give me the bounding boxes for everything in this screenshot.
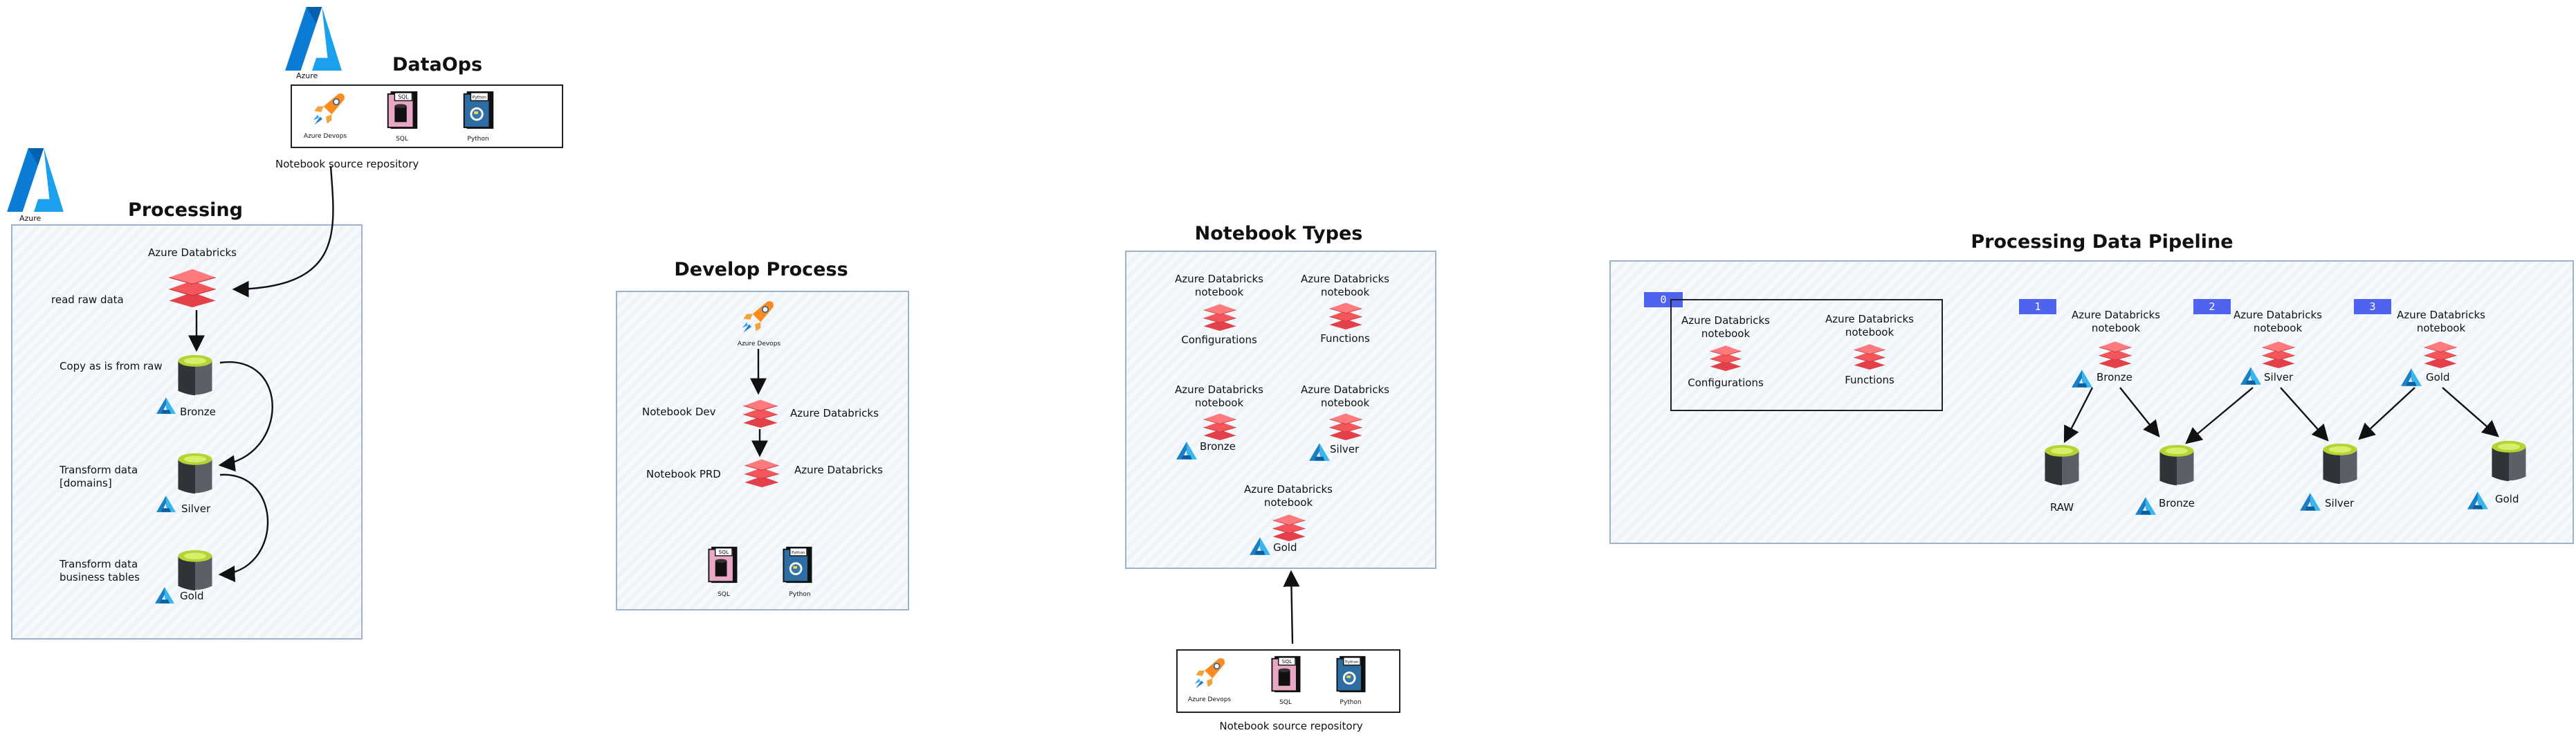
- dataops-caption: Notebook source repository: [275, 158, 419, 170]
- pipeline-group-name-functions: Functions: [1845, 374, 1894, 386]
- badge-2: 2: [2193, 299, 2231, 314]
- dataops-toolbox: Azure Devops SQL Python: [291, 84, 563, 148]
- nb-heading-configurations: Azure Databricks notebook: [1175, 273, 1263, 298]
- step-read-raw: read raw data: [51, 293, 124, 306]
- nb-heading-gold: Azure Databricks notebook: [1244, 483, 1333, 509]
- nb-name-gold: Gold: [1273, 541, 1297, 554]
- notebook-repo-caption: Notebook source repository: [1219, 720, 1363, 732]
- pipeline-stage-heading-silver: Azure Databricks notebook: [2234, 309, 2322, 334]
- layer-label-bronze: Bronze: [180, 406, 216, 418]
- pipeline-common-group: [1670, 299, 1943, 411]
- badge-1: 1: [2019, 299, 2056, 314]
- develop-row-left-prd: Notebook PRD: [646, 468, 721, 480]
- develop-tool-sql: SQL: [718, 591, 730, 598]
- develop-row-right-dev: Azure Databricks: [790, 407, 879, 419]
- tool-label-sql: SQL: [396, 136, 408, 143]
- develop-row-left-dev: Notebook Dev: [642, 406, 716, 418]
- pipeline-stage-heading-bronze: Azure Databricks notebook: [2072, 309, 2160, 334]
- pipeline-panel: [1609, 260, 2574, 544]
- badge-3: 3: [2354, 299, 2391, 314]
- develop-tool-python: Python: [789, 591, 811, 598]
- azure-logo-text: Azure: [296, 71, 318, 80]
- pipeline-store-raw: RAW: [2049, 501, 2074, 514]
- repo-tool-devops: Azure Devops: [1187, 696, 1232, 703]
- dataops-title: DataOps: [392, 54, 483, 75]
- step-copy-raw: Copy as is from raw: [60, 360, 163, 372]
- pipeline-stage-name-gold: Gold: [2426, 371, 2450, 383]
- nb-name-functions: Functions: [1320, 332, 1370, 345]
- pipeline-group-heading-configurations: Azure Databricks notebook: [1681, 314, 1770, 340]
- develop-title: Develop Process: [674, 259, 848, 280]
- nb-heading-silver: Azure Databricks notebook: [1301, 383, 1389, 409]
- repo-tool-python: Python: [1340, 699, 1362, 706]
- pipeline-stage-name-silver: Silver: [2264, 371, 2294, 383]
- pipeline-stage-heading-gold: Azure Databricks notebook: [2397, 309, 2485, 334]
- processing-title: Processing: [128, 199, 243, 221]
- layer-label-gold: Gold: [180, 590, 204, 602]
- notebook-types-title: Notebook Types: [1194, 223, 1363, 244]
- tool-label-devops: Azure Devops: [303, 133, 347, 140]
- nb-name-configurations: Configurations: [1181, 334, 1257, 346]
- processing-databricks-label: Azure Databricks: [148, 246, 237, 259]
- tool-label-python: Python: [467, 136, 489, 143]
- nb-heading-bronze: Azure Databricks notebook: [1175, 383, 1263, 409]
- nb-name-silver: Silver: [1330, 443, 1360, 455]
- pipeline-group-heading-functions: Azure Databricks notebook: [1825, 313, 1914, 338]
- notebook-repo-toolbox: Azure Devops SQL Python: [1176, 649, 1400, 713]
- layer-label-silver: Silver: [181, 503, 211, 515]
- develop-devops-label: Azure Devops: [737, 341, 781, 347]
- badge-0: 0: [1644, 292, 1683, 307]
- nb-name-bronze: Bronze: [1200, 440, 1236, 453]
- pipeline-title: Processing Data Pipeline: [1971, 231, 2234, 253]
- notebook-types-panel: [1125, 251, 1436, 569]
- pipeline-store-bronze: Bronze: [2159, 497, 2195, 509]
- pipeline-stage-name-bronze: Bronze: [2097, 371, 2132, 383]
- pipeline-store-silver: Silver: [2325, 497, 2355, 509]
- nb-heading-functions: Azure Databricks notebook: [1301, 273, 1389, 298]
- step-transform-business: Transform data business tables: [60, 558, 140, 583]
- azure-logo-text-processing: Azure: [19, 214, 42, 223]
- step-transform-domains: Transform data [domains]: [60, 464, 138, 489]
- pipeline-group-name-configurations: Configurations: [1688, 377, 1764, 389]
- develop-row-right-prd: Azure Databricks: [794, 464, 883, 476]
- repo-tool-sql: SQL: [1279, 699, 1292, 706]
- pipeline-store-gold: Gold: [2495, 493, 2519, 505]
